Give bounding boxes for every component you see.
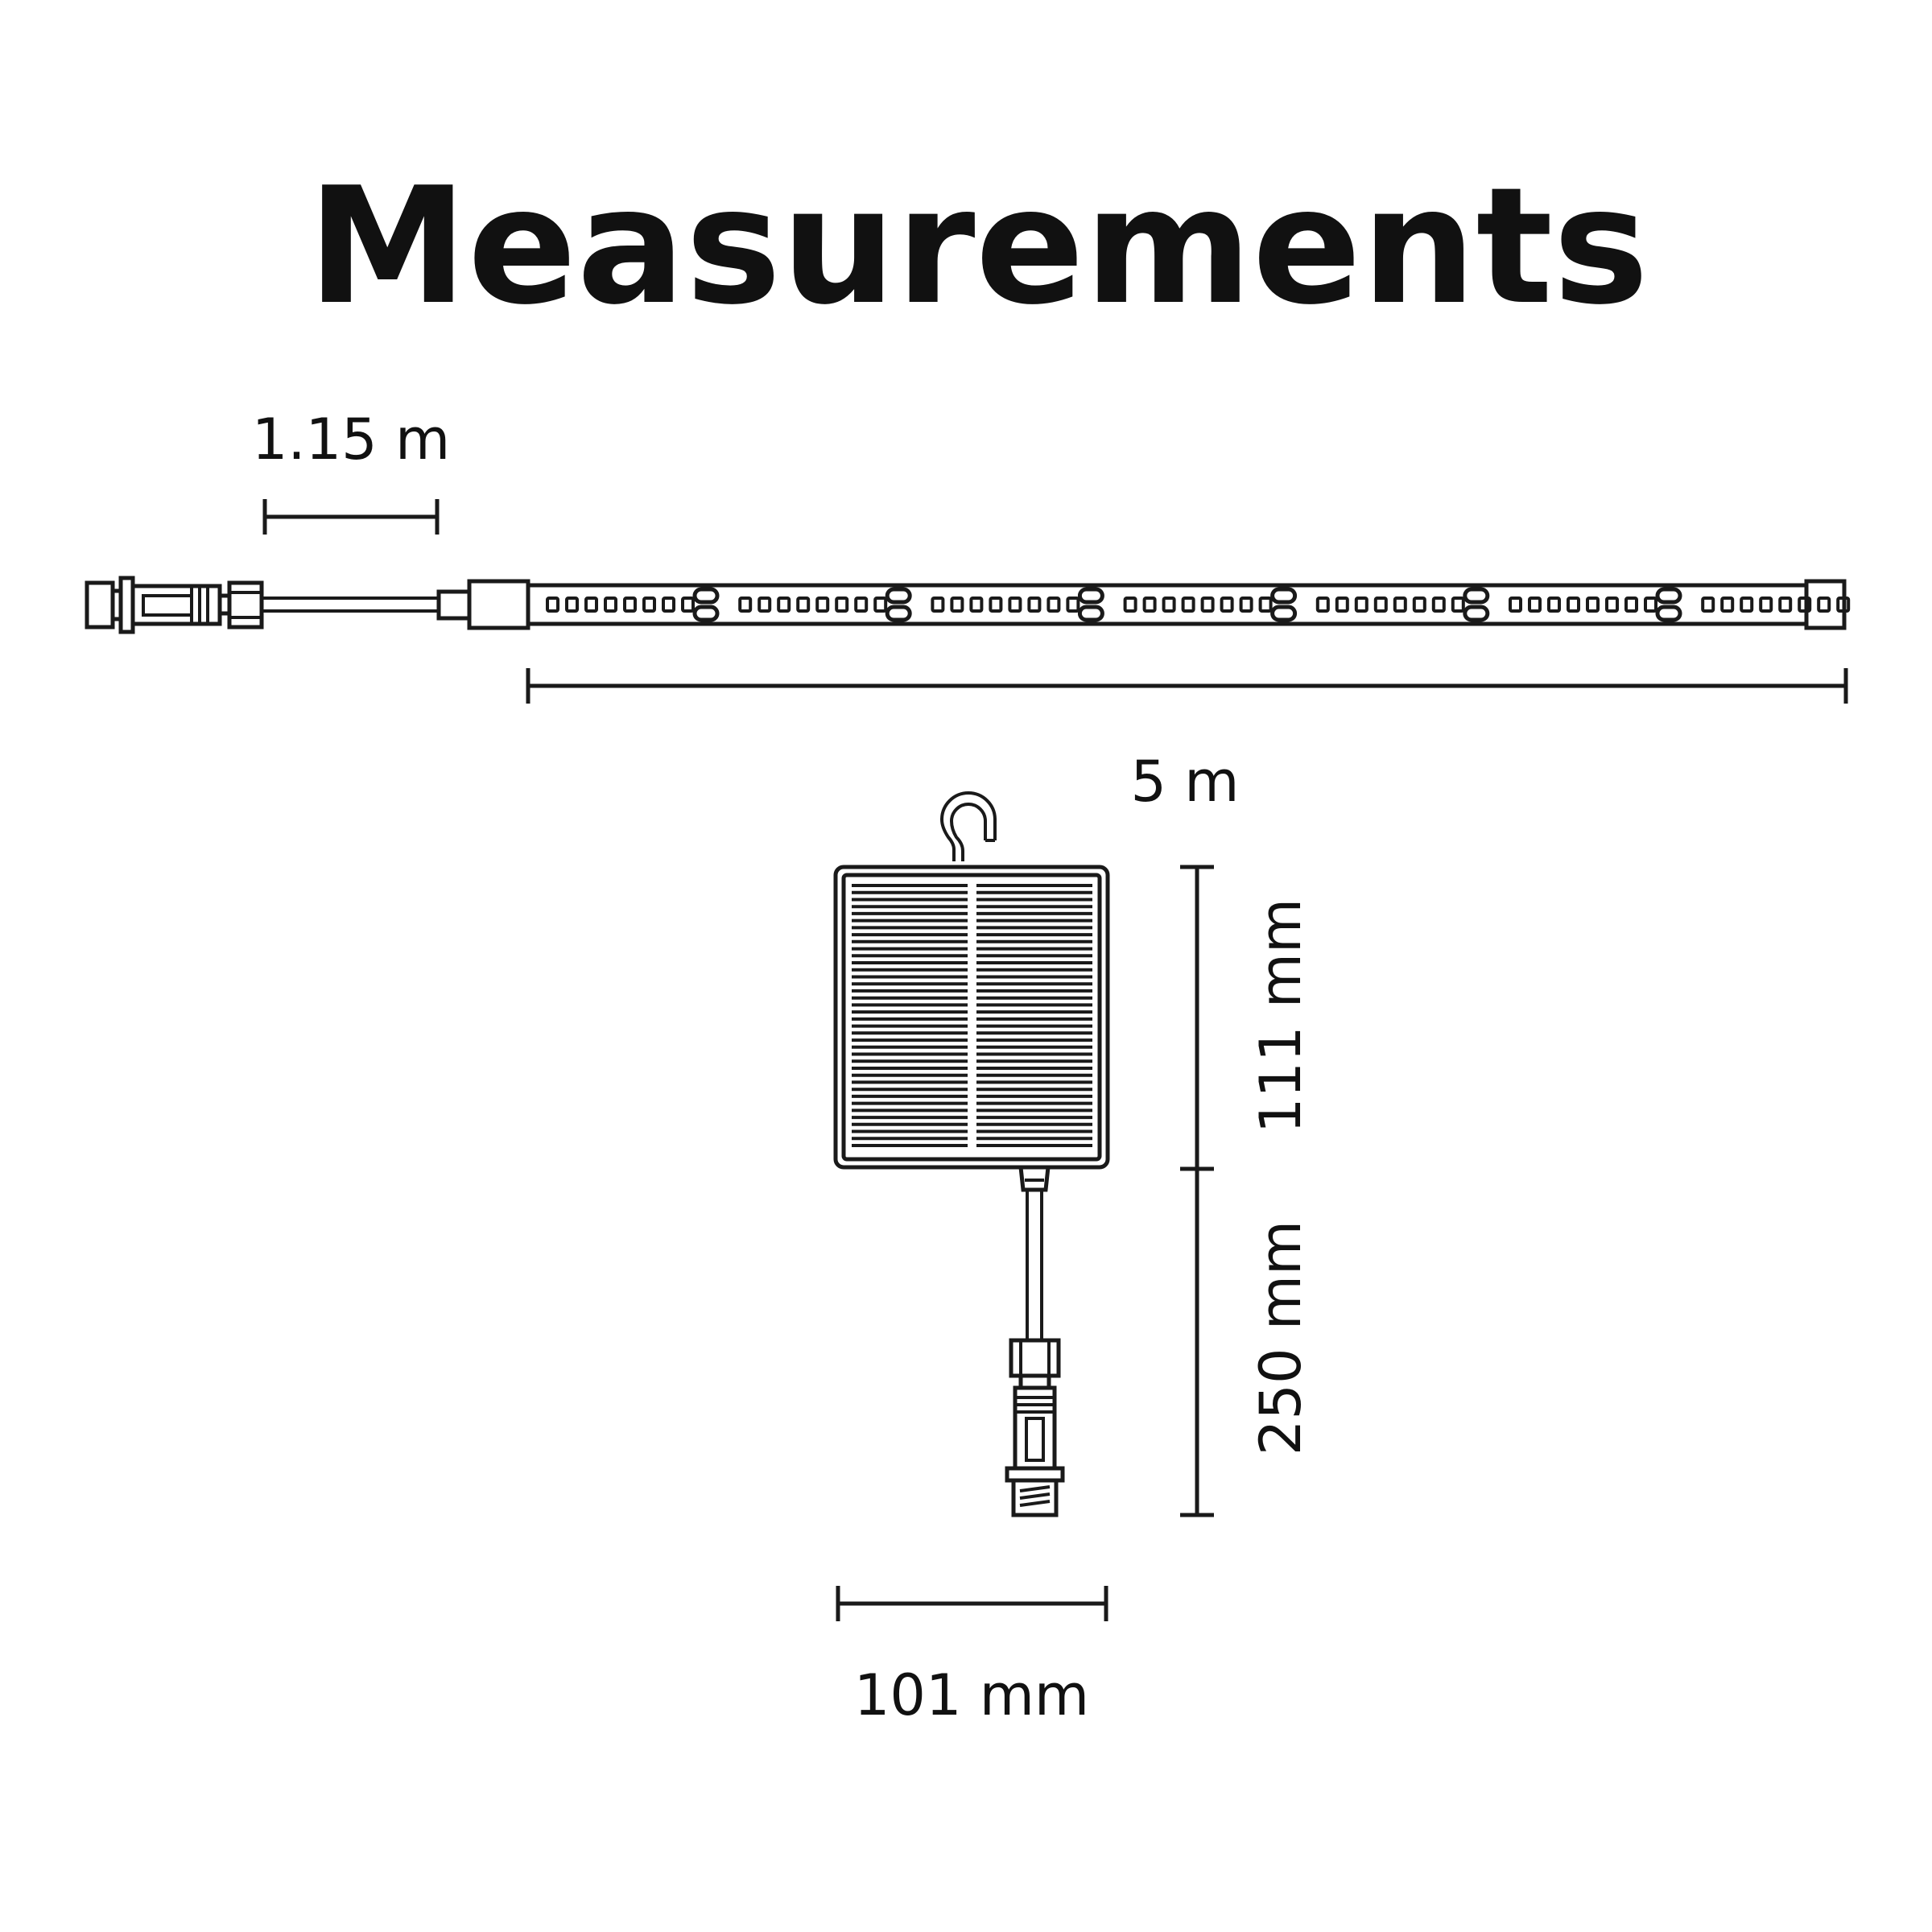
- plug-connector-icon: [85, 576, 264, 634]
- led-dot: [989, 597, 1003, 613]
- led-strip: [467, 579, 1851, 630]
- led-dot: [1181, 597, 1195, 613]
- dimension-cable: 1.15 m: [252, 407, 450, 535]
- led-dot: [738, 597, 753, 613]
- led-dot: [1605, 597, 1619, 613]
- dimension-panel-height: 111 mm: [1180, 865, 1314, 1171]
- led-dot: [1759, 597, 1773, 613]
- solar-cells: [852, 884, 1092, 1147]
- led-joint: [1077, 587, 1104, 605]
- led-joint: [1655, 605, 1682, 622]
- solar-panel: [833, 791, 1110, 1517]
- led-dot: [1412, 597, 1426, 613]
- led-dots: [546, 597, 1851, 613]
- led-dot: [1720, 597, 1735, 613]
- dimension-panel-width: 101 mm: [836, 1586, 1108, 1728]
- led-dot: [1586, 597, 1600, 613]
- led-dot: [815, 597, 830, 613]
- led-dot: [931, 597, 945, 613]
- led-joint: [1655, 587, 1682, 605]
- led-dot: [796, 597, 811, 613]
- led-dot: [1123, 597, 1137, 613]
- led-dot: [662, 597, 675, 613]
- led-dot: [642, 597, 656, 613]
- led-dot: [1046, 597, 1061, 613]
- led-dot: [1373, 597, 1388, 613]
- led-dot: [1644, 597, 1657, 613]
- cable-length-label: 1.15 m: [252, 407, 450, 473]
- led-dot: [1066, 597, 1080, 613]
- led-dot: [1431, 597, 1446, 613]
- led-dot: [1798, 597, 1812, 613]
- socket-connector-icon: [1005, 1338, 1065, 1517]
- led-joint: [692, 587, 720, 605]
- led-joint: [885, 605, 912, 622]
- led-dot: [950, 597, 964, 613]
- led-dot: [1740, 597, 1754, 613]
- led-dot: [777, 597, 791, 613]
- dimension-strip: 5 m: [526, 668, 1848, 815]
- led-joint: [1463, 605, 1490, 622]
- led-joint: [1463, 587, 1490, 605]
- page-title: Measurements: [308, 153, 1649, 341]
- led-dot: [854, 597, 869, 613]
- led-strip-assembly: [85, 576, 1851, 634]
- panel-height-label: 111 mm: [1248, 898, 1314, 1133]
- led-joints: [692, 587, 1682, 622]
- led-dot: [873, 597, 888, 613]
- led-dot: [565, 597, 579, 613]
- led-dot: [969, 597, 984, 613]
- led-dot: [1354, 597, 1368, 613]
- strip-length-label: 5 m: [1131, 749, 1240, 815]
- led-dot: [584, 597, 598, 613]
- led-dot: [1162, 597, 1176, 613]
- led-dot: [1315, 597, 1330, 613]
- led-dot: [604, 597, 617, 613]
- led-dot: [1567, 597, 1580, 613]
- led-dot: [1817, 597, 1831, 613]
- led-dot: [1701, 597, 1715, 613]
- led-dot: [1624, 597, 1638, 613]
- led-dot: [1027, 597, 1042, 613]
- led-dot: [1335, 597, 1349, 613]
- panel-width-label: 101 mm: [854, 1662, 1089, 1728]
- led-dot: [546, 597, 559, 613]
- led-dot: [1008, 597, 1022, 613]
- dimension-cable-to-connector: 250 mm: [1180, 1169, 1314, 1517]
- lead-cable: [262, 589, 472, 621]
- led-dot: [1836, 597, 1851, 613]
- led-dot: [1451, 597, 1465, 613]
- led-dot: [1393, 597, 1407, 613]
- led-dot: [623, 597, 637, 613]
- led-joint: [692, 605, 720, 622]
- led-joint: [1270, 587, 1298, 605]
- led-dot: [1220, 597, 1234, 613]
- hook-icon: [939, 791, 997, 861]
- led-dot: [1142, 597, 1157, 613]
- led-joint: [1270, 605, 1298, 622]
- led-dot: [1258, 597, 1273, 613]
- led-dot: [835, 597, 849, 613]
- led-dot: [1200, 597, 1215, 613]
- led-dot: [758, 597, 772, 613]
- led-joint: [1077, 605, 1104, 622]
- cable-to-connector-label: 250 mm: [1248, 1220, 1314, 1455]
- led-dot: [1509, 597, 1522, 613]
- led-joint: [885, 587, 912, 605]
- led-dot: [1528, 597, 1542, 613]
- led-dot: [1778, 597, 1793, 613]
- led-dot: [1547, 597, 1561, 613]
- led-dot: [681, 597, 695, 613]
- led-dot: [1239, 597, 1253, 613]
